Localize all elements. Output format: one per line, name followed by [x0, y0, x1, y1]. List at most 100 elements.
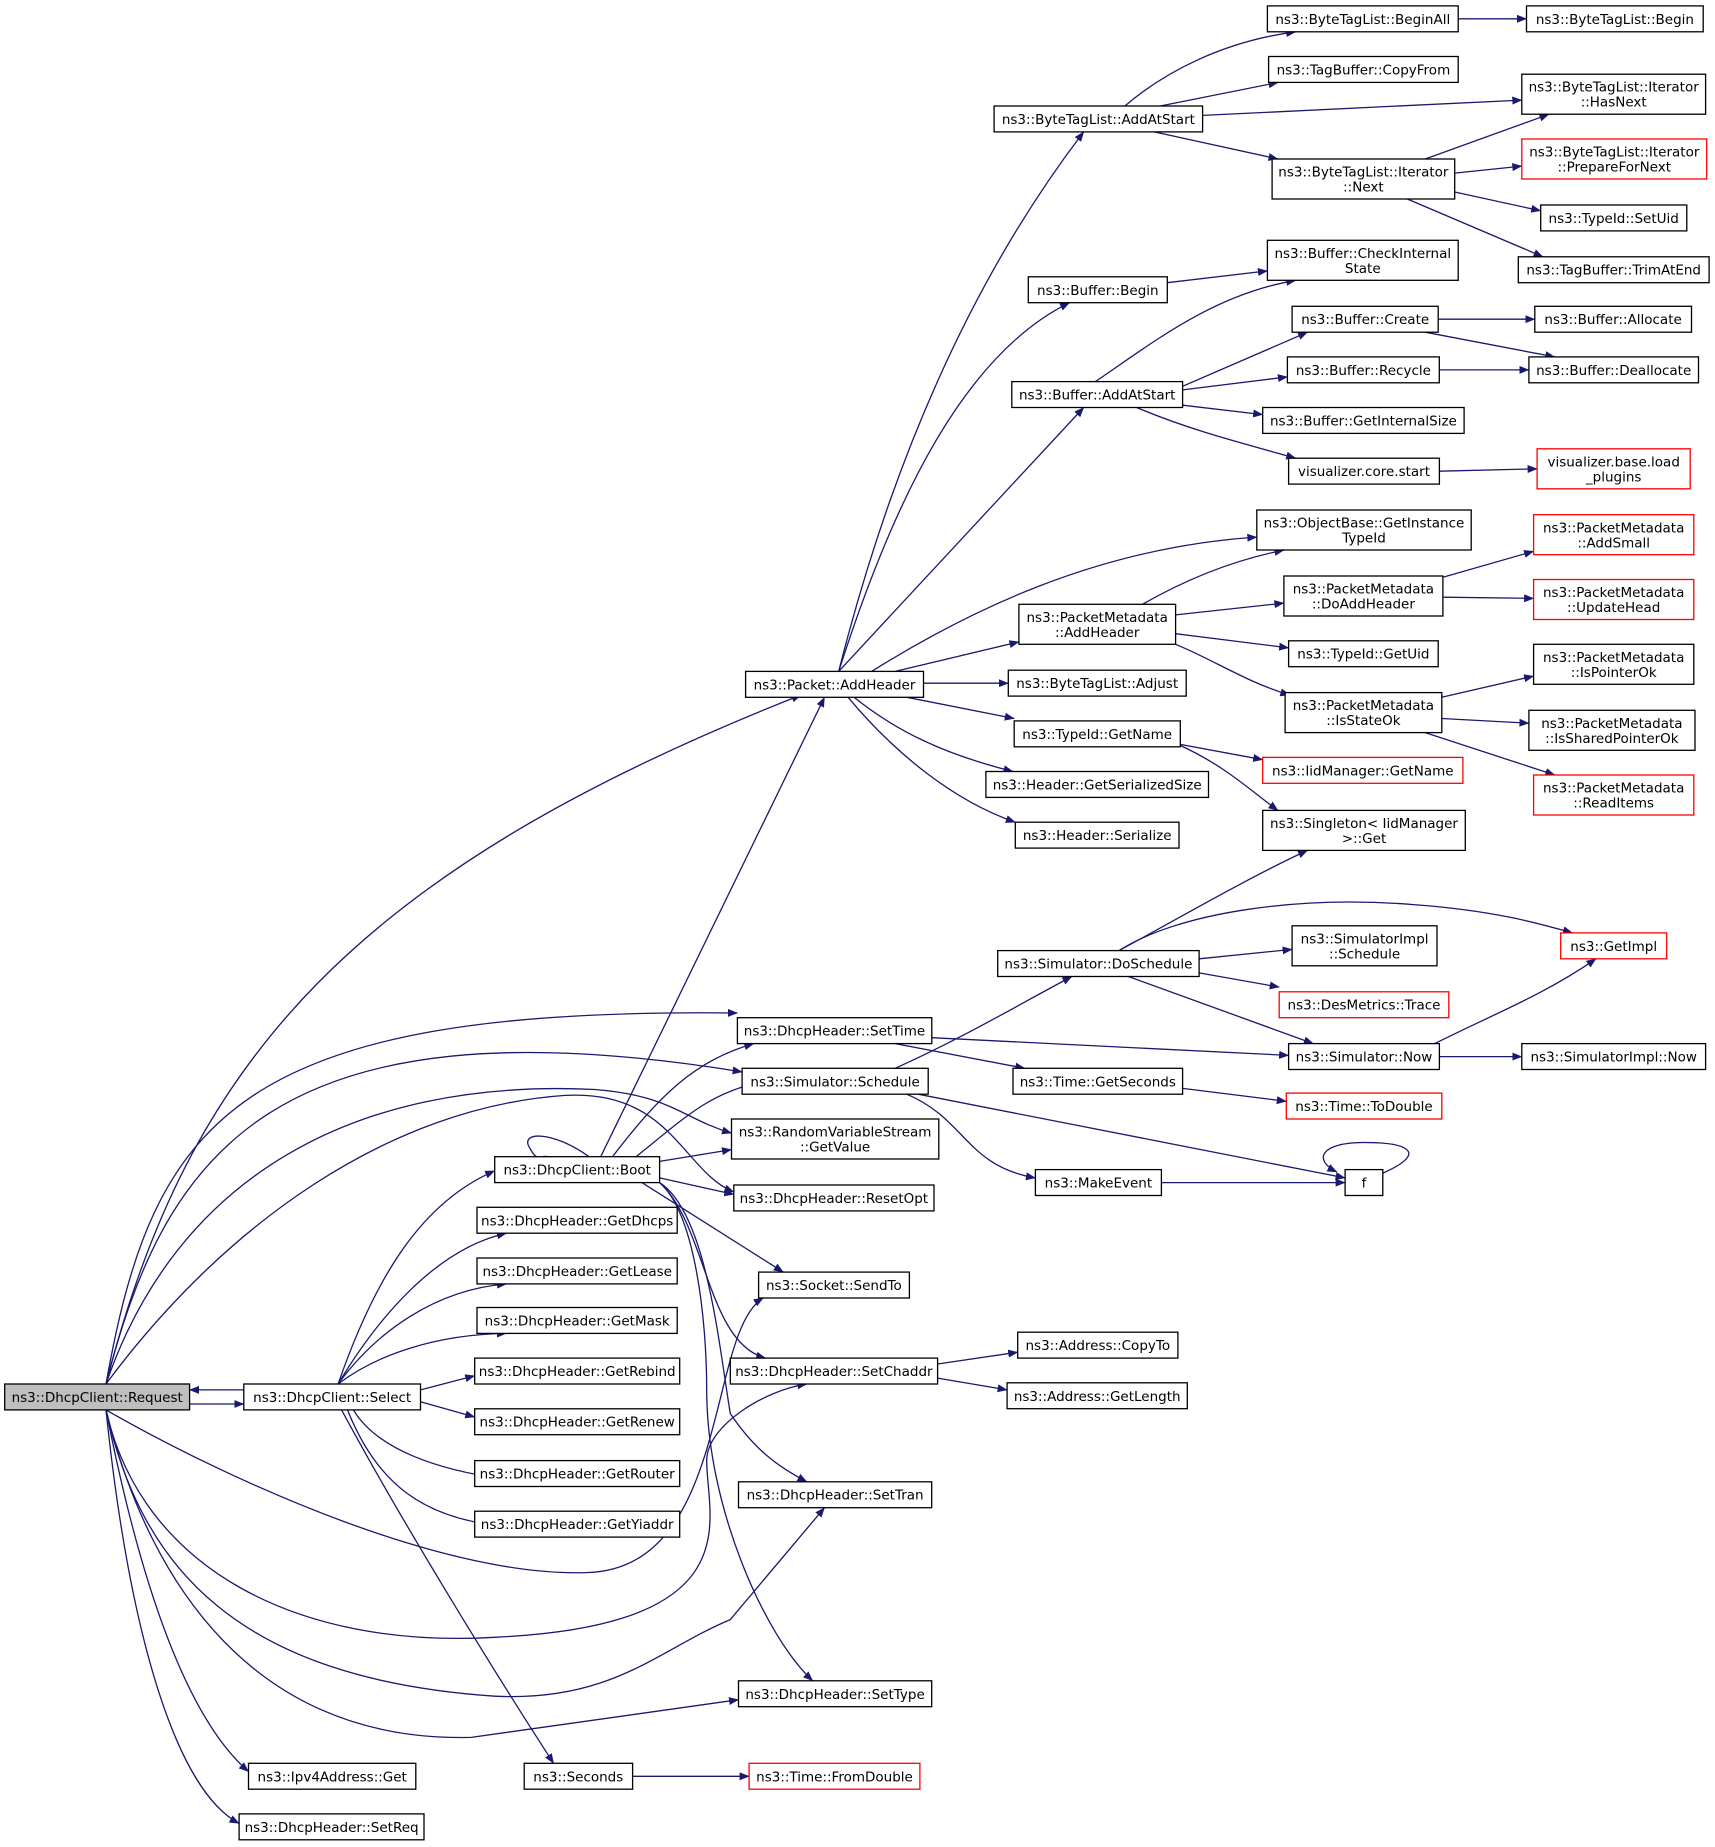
- node-typeIdGetUid[interactable]: ns3::TypeId::GetUid: [1287, 640, 1439, 668]
- node-label: ns3::Seconds: [533, 1769, 623, 1785]
- node-pmDoAddHeader[interactable]: ns3::PacketMetadata::DoAddHeader: [1283, 575, 1444, 617]
- node-makeEvent[interactable]: ns3::MakeEvent: [1034, 1168, 1163, 1197]
- node-getLease[interactable]: ns3::DhcpHeader::GetLease: [476, 1257, 678, 1285]
- node-box: [238, 1813, 425, 1841]
- node-box: [1013, 720, 1181, 748]
- node-typeIdSetUid[interactable]: ns3::TypeId::SetUid: [1540, 204, 1688, 232]
- node-setChaddr[interactable]: ns3::DhcpHeader::SetChaddr: [729, 1357, 939, 1385]
- node-headerSerialize[interactable]: ns3::Header::Serialize: [1014, 821, 1180, 849]
- node-box: [476, 1306, 678, 1335]
- node-btlAdjust[interactable]: ns3::ByteTagList::Adjust: [1007, 669, 1187, 697]
- node-label: ns3::DhcpHeader::GetYiaddr: [481, 1517, 674, 1533]
- node-simNow[interactable]: ns3::Simulator::Now: [1287, 1042, 1441, 1071]
- node-getRebind[interactable]: ns3::DhcpHeader::GetRebind: [474, 1357, 681, 1385]
- node-btlIterHasNext[interactable]: ns3::ByteTagList::Iterator::HasNext: [1521, 73, 1707, 115]
- node-bufCreate[interactable]: ns3::Buffer::Create: [1291, 305, 1439, 333]
- node-simSchedule[interactable]: ns3::Simulator::Schedule: [741, 1067, 929, 1095]
- node-request[interactable]: ns3::DhcpClient::Request: [4, 1383, 191, 1411]
- node-bufAddAtStart[interactable]: ns3::Buffer::AddAtStart: [1011, 380, 1184, 409]
- node-getRenew[interactable]: ns3::DhcpHeader::GetRenew: [474, 1408, 681, 1436]
- node-getImpl[interactable]: ns3::GetImpl: [1560, 932, 1668, 960]
- node-bufGetInternalSize[interactable]: ns3::Buffer::GetInternalSize: [1262, 406, 1465, 435]
- node-pmIsStateOk[interactable]: ns3::PacketMetadata::IsStateOk: [1284, 691, 1443, 734]
- node-setReq[interactable]: ns3::DhcpHeader::SetReq: [238, 1813, 425, 1841]
- edge-select-to-boot: [337, 1170, 496, 1385]
- node-box: [1521, 1042, 1707, 1071]
- node-getSerializedSize[interactable]: ns3::Header::GetSerializedSize: [985, 770, 1210, 799]
- node-bufBegin[interactable]: ns3::Buffer::Begin: [1027, 276, 1168, 304]
- node-pmReadItems[interactable]: ns3::PacketMetadata::ReadItems: [1532, 774, 1695, 816]
- node-seconds[interactable]: ns3::Seconds: [523, 1762, 634, 1790]
- node-select[interactable]: ns3::DhcpClient::Select: [243, 1383, 422, 1411]
- node-f[interactable]: f: [1344, 1168, 1384, 1197]
- node-vizStart[interactable]: visualizer.core.start: [1287, 457, 1441, 485]
- function-nodes: ns3::DhcpClient::Request ns3::DhcpClient:…: [4, 5, 1710, 1841]
- node-doSchedule[interactable]: ns3::Simulator::DoSchedule: [997, 949, 1200, 978]
- node-box: [1532, 578, 1695, 621]
- node-addHeader[interactable]: ns3::Packet::AddHeader: [744, 670, 925, 698]
- node-bufAllocate[interactable]: ns3::Buffer::Allocate: [1534, 305, 1693, 333]
- node-btlBeginAll[interactable]: ns3::ByteTagList::BeginAll: [1266, 5, 1459, 33]
- node-setTran[interactable]: ns3::DhcpHeader::SetTran: [737, 1481, 933, 1509]
- node-simImplSchedule[interactable]: ns3::SimulatorImpl::Schedule: [1291, 925, 1438, 967]
- node-pmAddHeader[interactable]: ns3::PacketMetadata::AddHeader: [1018, 603, 1177, 645]
- node-label: ns3::Buffer::Deallocate: [1536, 363, 1691, 379]
- node-vizLoad[interactable]: visualizer.base.load_plugins: [1536, 448, 1691, 490]
- edge-addHeader-to-bufAddAtStart: [838, 407, 1085, 672]
- node-box: [1291, 925, 1438, 967]
- node-iidGetName[interactable]: ns3::IidManager::GetName: [1262, 756, 1464, 784]
- node-bufDeallocate[interactable]: ns3::Buffer::Deallocate: [1528, 356, 1700, 384]
- node-box: [729, 1357, 939, 1385]
- node-simImplNow[interactable]: ns3::SimulatorImpl::Now: [1521, 1042, 1707, 1071]
- node-sendTo[interactable]: ns3::Socket::SendTo: [757, 1271, 911, 1299]
- node-label: ns3::ByteTagList::Iterator: [1278, 165, 1449, 181]
- node-pmAddSmall[interactable]: ns3::PacketMetadata::AddSmall: [1532, 514, 1695, 556]
- node-label: ns3::ByteTagList::Begin: [1536, 12, 1694, 28]
- node-btlBegin[interactable]: ns3::ByteTagList::Begin: [1525, 5, 1704, 33]
- edge-select-to-getRenew: [420, 1401, 476, 1419]
- node-pmIsPointerOk[interactable]: ns3::PacketMetadata::IsPointerOk: [1532, 643, 1695, 685]
- node-singletonGet[interactable]: ns3::Singleton< IidManager>::Get: [1262, 809, 1466, 852]
- node-getLength[interactable]: ns3::Address::GetLength: [1006, 1382, 1188, 1410]
- node-boot[interactable]: ns3::DhcpClient::Boot: [494, 1156, 661, 1184]
- node-box: [1267, 55, 1459, 84]
- node-box: [476, 1257, 678, 1285]
- node-fromDouble[interactable]: ns3::Time::FromDouble: [748, 1762, 921, 1790]
- node-label: ns3::DhcpHeader::SetTran: [747, 1488, 924, 1504]
- node-getYiaddr[interactable]: ns3::DhcpHeader::GetYiaddr: [474, 1510, 681, 1538]
- node-label: ns3::SimulatorImpl::Now: [1531, 1050, 1697, 1066]
- node-setTime[interactable]: ns3::DhcpHeader::SetTime: [736, 1017, 933, 1045]
- edge-boot-to-boot: [527, 1135, 590, 1164]
- node-getSeconds[interactable]: ns3::Time::GetSeconds: [1012, 1067, 1184, 1095]
- node-copyTo[interactable]: ns3::Address::CopyTo: [1017, 1331, 1179, 1359]
- node-desTrace[interactable]: ns3::DesMetrics::Trace: [1278, 991, 1450, 1019]
- node-getValue[interactable]: ns3::RandomVariableStream::GetValue: [730, 1118, 940, 1160]
- node-getDhcps[interactable]: ns3::DhcpHeader::GetDhcps: [476, 1206, 678, 1234]
- node-pmIsSharedPointerOk[interactable]: ns3::PacketMetadata::IsSharedPointerOk: [1528, 709, 1696, 751]
- node-label: ::AddHeader: [1055, 625, 1140, 641]
- edge-pmAddHeader-to-getInstanceTypeId: [1142, 548, 1285, 605]
- node-btlIterPrepare[interactable]: ns3::ByteTagList::Iterator::PrepareForNe…: [1521, 138, 1708, 180]
- node-typeIdGetName[interactable]: ns3::TypeId::GetName: [1013, 720, 1181, 748]
- node-getMask[interactable]: ns3::DhcpHeader::GetMask: [476, 1306, 678, 1335]
- node-box: [1266, 5, 1459, 33]
- edge-doSchedule-to-getImpl: [1118, 901, 1573, 952]
- node-label: ns3::ByteTagList::Iterator: [1529, 145, 1700, 161]
- node-getRouter[interactable]: ns3::DhcpHeader::GetRouter: [474, 1459, 681, 1488]
- node-ipv4Get[interactable]: ns3::Ipv4Address::Get: [247, 1762, 417, 1790]
- node-tagBufCopyFrom[interactable]: ns3::TagBuffer::CopyFrom: [1267, 55, 1459, 84]
- node-btlIterNext[interactable]: ns3::ByteTagList::Iterator::Next: [1271, 158, 1456, 200]
- node-label: ns3::DhcpHeader::GetDhcps: [481, 1213, 673, 1229]
- node-box: [523, 1762, 634, 1790]
- node-tagBufTrim[interactable]: ns3::TagBuffer::TrimAtEnd: [1517, 256, 1710, 284]
- node-toDouble[interactable]: ns3::Time::ToDouble: [1285, 1092, 1443, 1120]
- node-pmUpdateHead[interactable]: ns3::PacketMetadata::UpdateHead: [1532, 578, 1695, 621]
- node-setType[interactable]: ns3::DhcpHeader::SetType: [737, 1680, 933, 1708]
- node-btlAddAtStart[interactable]: ns3::ByteTagList::AddAtStart: [993, 105, 1204, 133]
- edge-addHeader-to-btlAddAtStart: [838, 131, 1085, 672]
- node-bufRecycle[interactable]: ns3::Buffer::Recycle: [1286, 356, 1440, 384]
- node-resetOpt[interactable]: ns3::DhcpHeader::ResetOpt: [733, 1184, 935, 1212]
- edge-request-to-setChaddr: [105, 1381, 808, 1639]
